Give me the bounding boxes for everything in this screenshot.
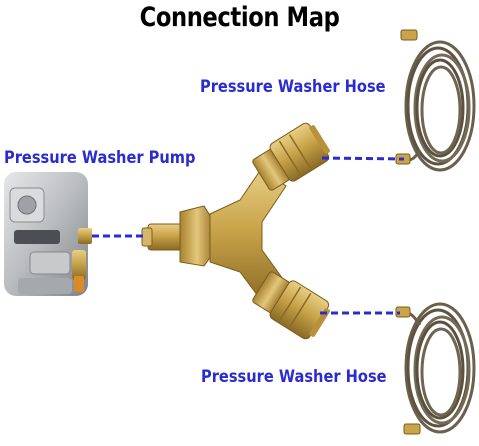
label-hose-top: Pressure Washer Hose bbox=[200, 77, 386, 97]
hose-coil-bottom bbox=[395, 302, 476, 435]
connector-line-top bbox=[321, 156, 405, 161]
hose-coil-top bbox=[395, 29, 476, 172]
label-pump: Pressure Washer Pump bbox=[4, 148, 196, 168]
pump-image bbox=[4, 172, 92, 296]
diagram-title: Connection Map bbox=[139, 2, 340, 33]
label-hose-bottom: Pressure Washer Hose bbox=[201, 367, 387, 387]
y-splitter-image bbox=[141, 122, 330, 340]
